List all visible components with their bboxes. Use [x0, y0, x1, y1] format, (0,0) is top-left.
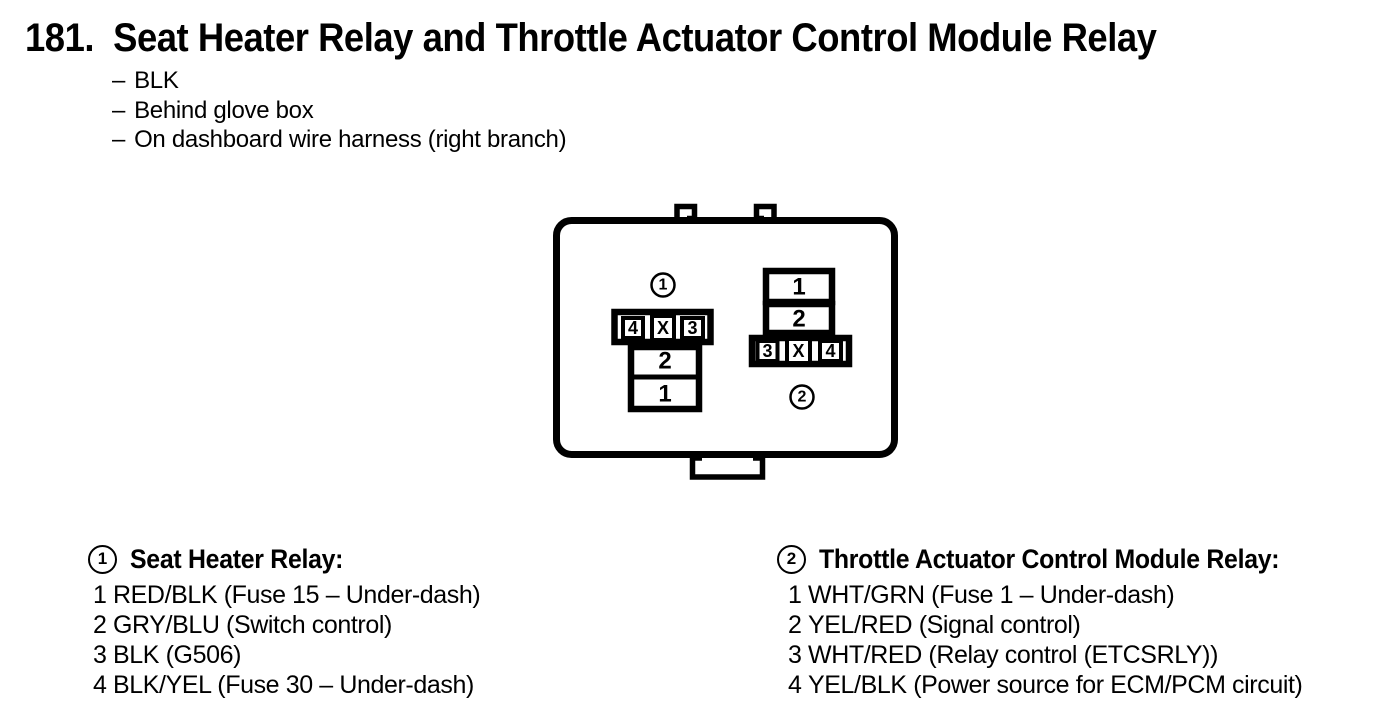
page-title-text: Seat Heater Relay and Throttle Actuator …	[113, 16, 1157, 60]
pin-cell	[650, 314, 676, 342]
legend1-ref-badge: 1	[88, 544, 117, 574]
pin-description: YEL/BLK (Power source for ECM/PCM circui…	[808, 671, 1303, 699]
note-text: BLK	[134, 67, 179, 94]
pin-cell-label: 3	[687, 318, 697, 338]
pin-description: RED/BLK (Fuse 15 – Under-dash)	[113, 581, 481, 609]
pin-number: 1	[788, 581, 802, 609]
note-text: Behind glove box	[134, 96, 314, 124]
pin-number: 2	[93, 611, 107, 639]
pin-cell-label: 4	[628, 318, 638, 338]
pin-cell-label: 4	[825, 341, 835, 361]
pin-cell-label: 1	[658, 381, 671, 408]
pin-number: 3	[93, 641, 107, 669]
pin-row: 2 YEL/RED (Signal control)	[788, 610, 1302, 640]
pin-description: BLK/YEL (Fuse 30 – Under-dash)	[113, 671, 474, 699]
note-line: – On dashboard wire harness (right branc…	[112, 125, 567, 155]
connector2-ref-label: 2	[798, 389, 807, 406]
pin-row: 2 GRY/BLU (Switch control)	[93, 610, 480, 640]
pin-cell-label: 2	[658, 348, 671, 375]
latch-tab-top-left-icon	[674, 203, 698, 222]
legend1-heading: Seat Heater Relay:	[130, 543, 344, 574]
pin-description: BLK (G506)	[113, 641, 242, 669]
note-dash: –	[112, 96, 126, 124]
legend2-heading: Throttle Actuator Control Module Relay:	[819, 543, 1280, 574]
pin-row: 1 RED/BLK (Fuse 15 – Under-dash)	[93, 580, 481, 610]
pin-row: 3 BLK (G506)	[93, 640, 480, 670]
connector1-group: 1 4 X 3 2 1	[611, 272, 714, 413]
pin-row: 3 WHT/RED (Relay control (ETCSRLY))	[788, 640, 1302, 670]
pin-number: 2	[788, 611, 802, 639]
page-title: 181. Seat Heater Relay and Throttle Actu…	[25, 16, 1157, 60]
note-line: – BLK	[112, 66, 566, 96]
latch-tab-top-right-icon	[753, 203, 777, 222]
pin-row: 4 BLK/YEL (Fuse 30 – Under-dash)	[93, 670, 480, 700]
pin-row: 1 WHT/GRN (Fuse 1 – Under-dash)	[788, 580, 1302, 610]
connector1-ref-badge	[650, 272, 676, 298]
note-text: On dashboard wire harness (right branch)	[134, 126, 567, 153]
location-notes: – BLK – Behind glove box – On dashboard …	[112, 66, 567, 155]
pin-row: 4 YEL/BLK (Power source for ECM/PCM circ…	[788, 670, 1303, 700]
legend1-pin-list: 1 RED/BLK (Fuse 15 – Under-dash) 2 GRY/B…	[93, 580, 481, 700]
pin-cell	[818, 339, 843, 363]
pin-cell	[785, 337, 812, 365]
pin-description: WHT/GRN (Fuse 1 – Under-dash)	[808, 581, 1175, 609]
pin-cell	[755, 339, 780, 363]
pin-cell	[621, 316, 645, 340]
pin-number: 3	[788, 641, 802, 669]
pin-cell-label: X	[657, 318, 669, 338]
note-dash: –	[112, 126, 126, 153]
legend2-header: 2 Throttle Actuator Control Module Relay…	[777, 542, 1319, 576]
pin-description: WHT/RED (Relay control (ETCSRLY))	[808, 641, 1218, 669]
legend2-ref-badge: 2	[777, 544, 806, 574]
connector-diagram: 1 4 X 3 2 1 1 2 3 X 4 2	[553, 203, 898, 480]
pin-cell-label: 1	[792, 274, 805, 301]
connector2-ref-badge	[789, 384, 815, 410]
pin-cell	[680, 316, 705, 340]
note-dash: –	[112, 67, 126, 94]
connector1-ref-label: 1	[659, 277, 668, 294]
pin-description: GRY/BLU (Switch control)	[113, 611, 392, 639]
pin-number: 4	[93, 671, 107, 699]
latch-tab-bottom-icon	[689, 455, 766, 480]
note-line: – Behind glove box	[112, 96, 566, 126]
pin-cell-label: 3	[762, 341, 772, 361]
section-number: 181.	[25, 16, 95, 60]
connector2-stack-cell	[762, 300, 836, 337]
pin-number: 4	[788, 671, 802, 699]
pin-cell-label: 2	[792, 306, 805, 333]
connector2-group: 1 2 3 X 4 2	[748, 267, 853, 410]
legend1-header: 1 Seat Heater Relay:	[88, 542, 362, 576]
pin-number: 1	[93, 581, 107, 609]
pin-description: YEL/RED (Signal control)	[808, 611, 1081, 639]
legend2-pin-list: 1 WHT/GRN (Fuse 1 – Under-dash) 2 YEL/RE…	[788, 580, 1303, 700]
pin-cell-label: X	[792, 341, 804, 361]
